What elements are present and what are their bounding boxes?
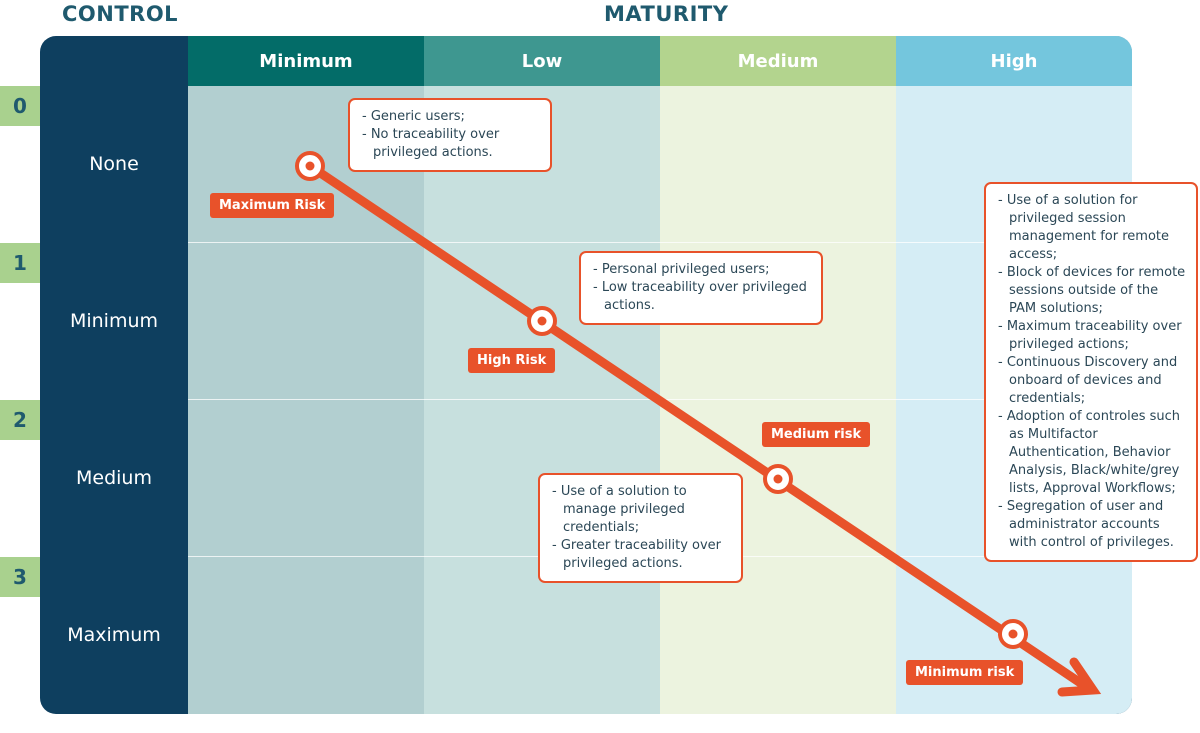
arrow-head-icon	[1057, 657, 1102, 697]
maturity-axis-title: MATURITY	[604, 2, 729, 26]
column-header-low: Low	[424, 36, 660, 86]
note-item: No traceability over privileged actions.	[362, 126, 540, 162]
row-number-1: 1	[0, 243, 40, 283]
note-item: Adoption of controles such as Multifacto…	[998, 408, 1186, 498]
row-number-3: 3	[0, 557, 40, 597]
note-item: Generic users;	[362, 108, 540, 126]
note-item: Continuous Discovery and onboard of devi…	[998, 354, 1186, 408]
milestone-marker-2	[763, 464, 793, 494]
note-item: Maximum traceability over privileged act…	[998, 318, 1186, 354]
milestone-marker-3	[998, 619, 1028, 649]
note-item: Low traceability over privileged actions…	[593, 279, 811, 315]
row-label-none: None	[89, 152, 139, 175]
risk-tag-high: High Risk	[468, 348, 556, 373]
note-item: Block of devices for remote sessions out…	[998, 264, 1186, 318]
risk-tag-medium: Medium risk	[762, 422, 871, 447]
row-label-medium: Medium	[76, 466, 152, 489]
row-label-maximum: Maximum	[67, 623, 161, 646]
column-header-medium: Medium	[660, 36, 896, 86]
note-control-medium: Use of a solution to manage privileged c…	[538, 473, 743, 583]
row-divider	[188, 242, 1132, 243]
risk-tag-minimum: Minimum risk	[906, 660, 1024, 685]
milestone-marker-1	[527, 306, 557, 336]
column-header-high: High	[896, 36, 1132, 86]
note-control-minimum: Personal privileged users;Low traceabili…	[579, 251, 823, 325]
note-item: Use of a solution to manage privileged c…	[552, 483, 731, 537]
note-item: Greater traceability over privileged act…	[552, 537, 731, 573]
risk-tag-maximum: Maximum Risk	[210, 193, 335, 218]
note-control-none: Generic users;No traceability over privi…	[348, 98, 552, 172]
row-number-2: 2	[0, 400, 40, 440]
row-number-0: 0	[0, 86, 40, 126]
note-control-maximum: Use of a solution for privileged session…	[984, 182, 1198, 562]
note-item: Segregation of user and administrator ac…	[998, 498, 1186, 552]
control-axis-title: CONTROL	[62, 2, 179, 26]
risk-arrow-line	[305, 161, 1087, 689]
note-list: Use of a solution to manage privileged c…	[552, 483, 731, 573]
column-header-minimum: Minimum	[188, 36, 424, 86]
note-item: Personal privileged users;	[593, 261, 811, 279]
note-list: Personal privileged users;Low traceabili…	[593, 261, 811, 315]
milestone-marker-0	[295, 151, 325, 181]
note-item: Use of a solution for privileged session…	[998, 192, 1186, 264]
row-label-minimum: Minimum	[69, 309, 159, 332]
column-medium-background	[660, 36, 896, 714]
note-list: Use of a solution for privileged session…	[998, 192, 1186, 552]
note-list: Generic users;No traceability over privi…	[362, 108, 540, 162]
